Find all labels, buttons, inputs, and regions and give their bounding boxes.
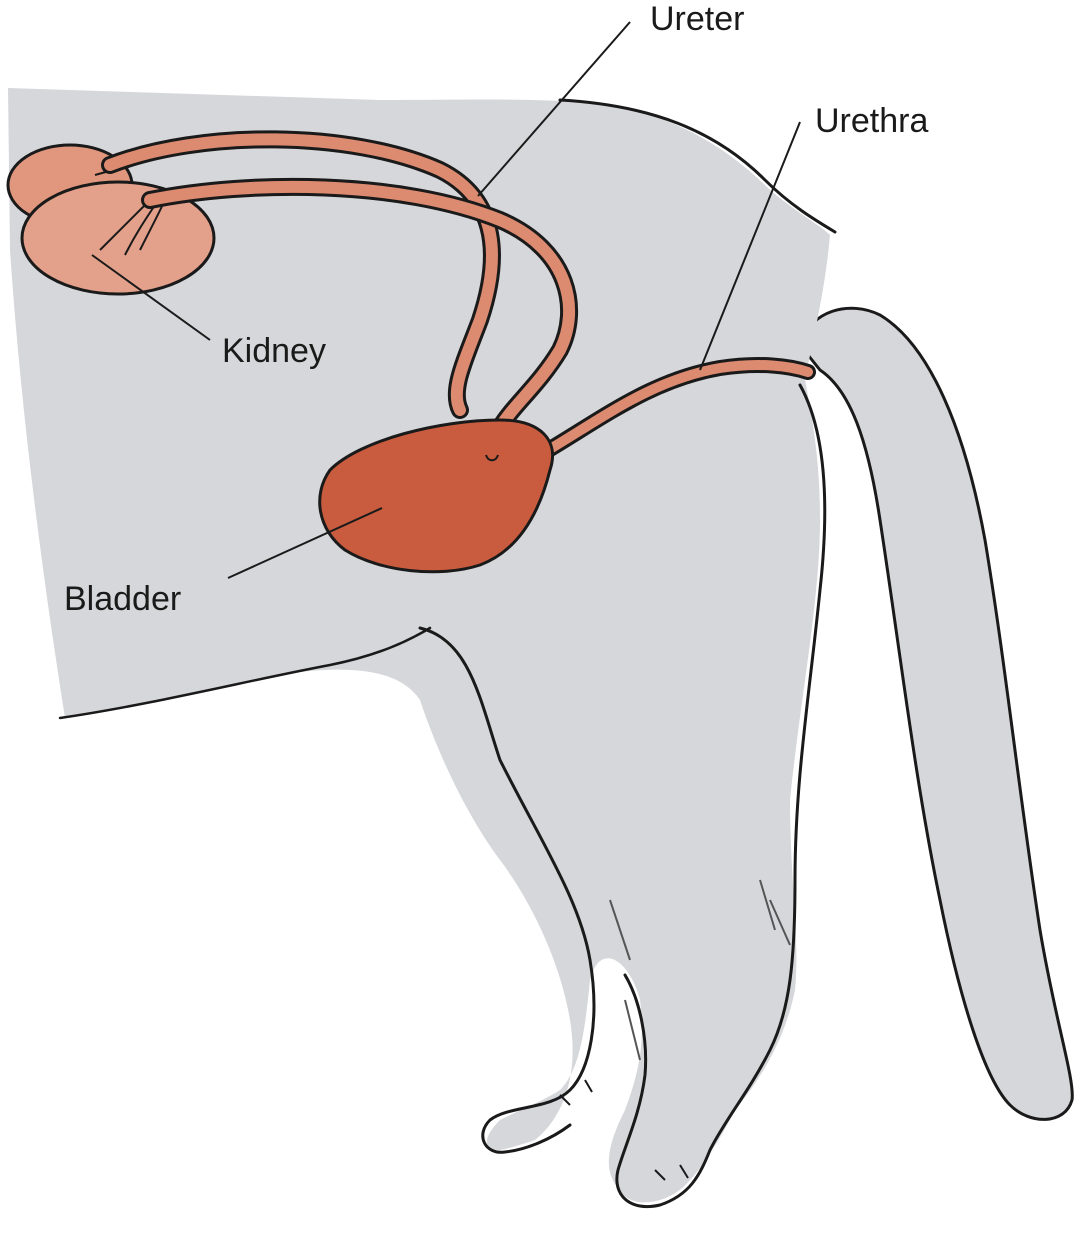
cat-torso xyxy=(8,88,830,1203)
cat-tail xyxy=(798,306,1074,1121)
cat-back-leg xyxy=(418,626,596,1154)
kidney-veins xyxy=(94,167,166,256)
cat-paw-toes xyxy=(559,1079,689,1181)
kidney-front xyxy=(20,180,216,296)
bladder-shape xyxy=(318,418,554,574)
label-kidney: Kidney xyxy=(222,332,326,370)
cat-belly-outline xyxy=(58,626,432,720)
kidneys xyxy=(6,143,216,296)
leader-bladder xyxy=(227,507,383,579)
leader-urethra xyxy=(699,121,801,371)
cat-fur-shade xyxy=(609,879,791,1061)
bladder-ureter-entry xyxy=(485,454,499,462)
ureters xyxy=(101,130,579,467)
urethra xyxy=(532,357,816,463)
bladder xyxy=(318,418,554,574)
leader-kidney xyxy=(91,254,211,341)
cat-rump-outline xyxy=(615,383,827,1208)
leader-ureter xyxy=(477,21,631,197)
label-urethra: Urethra xyxy=(815,102,929,140)
label-ureter: Ureter xyxy=(650,0,745,38)
cat-back-outline xyxy=(558,98,837,234)
cat-body xyxy=(8,88,1074,1208)
label-bladder: Bladder xyxy=(64,580,182,618)
leader-lines xyxy=(91,21,801,579)
